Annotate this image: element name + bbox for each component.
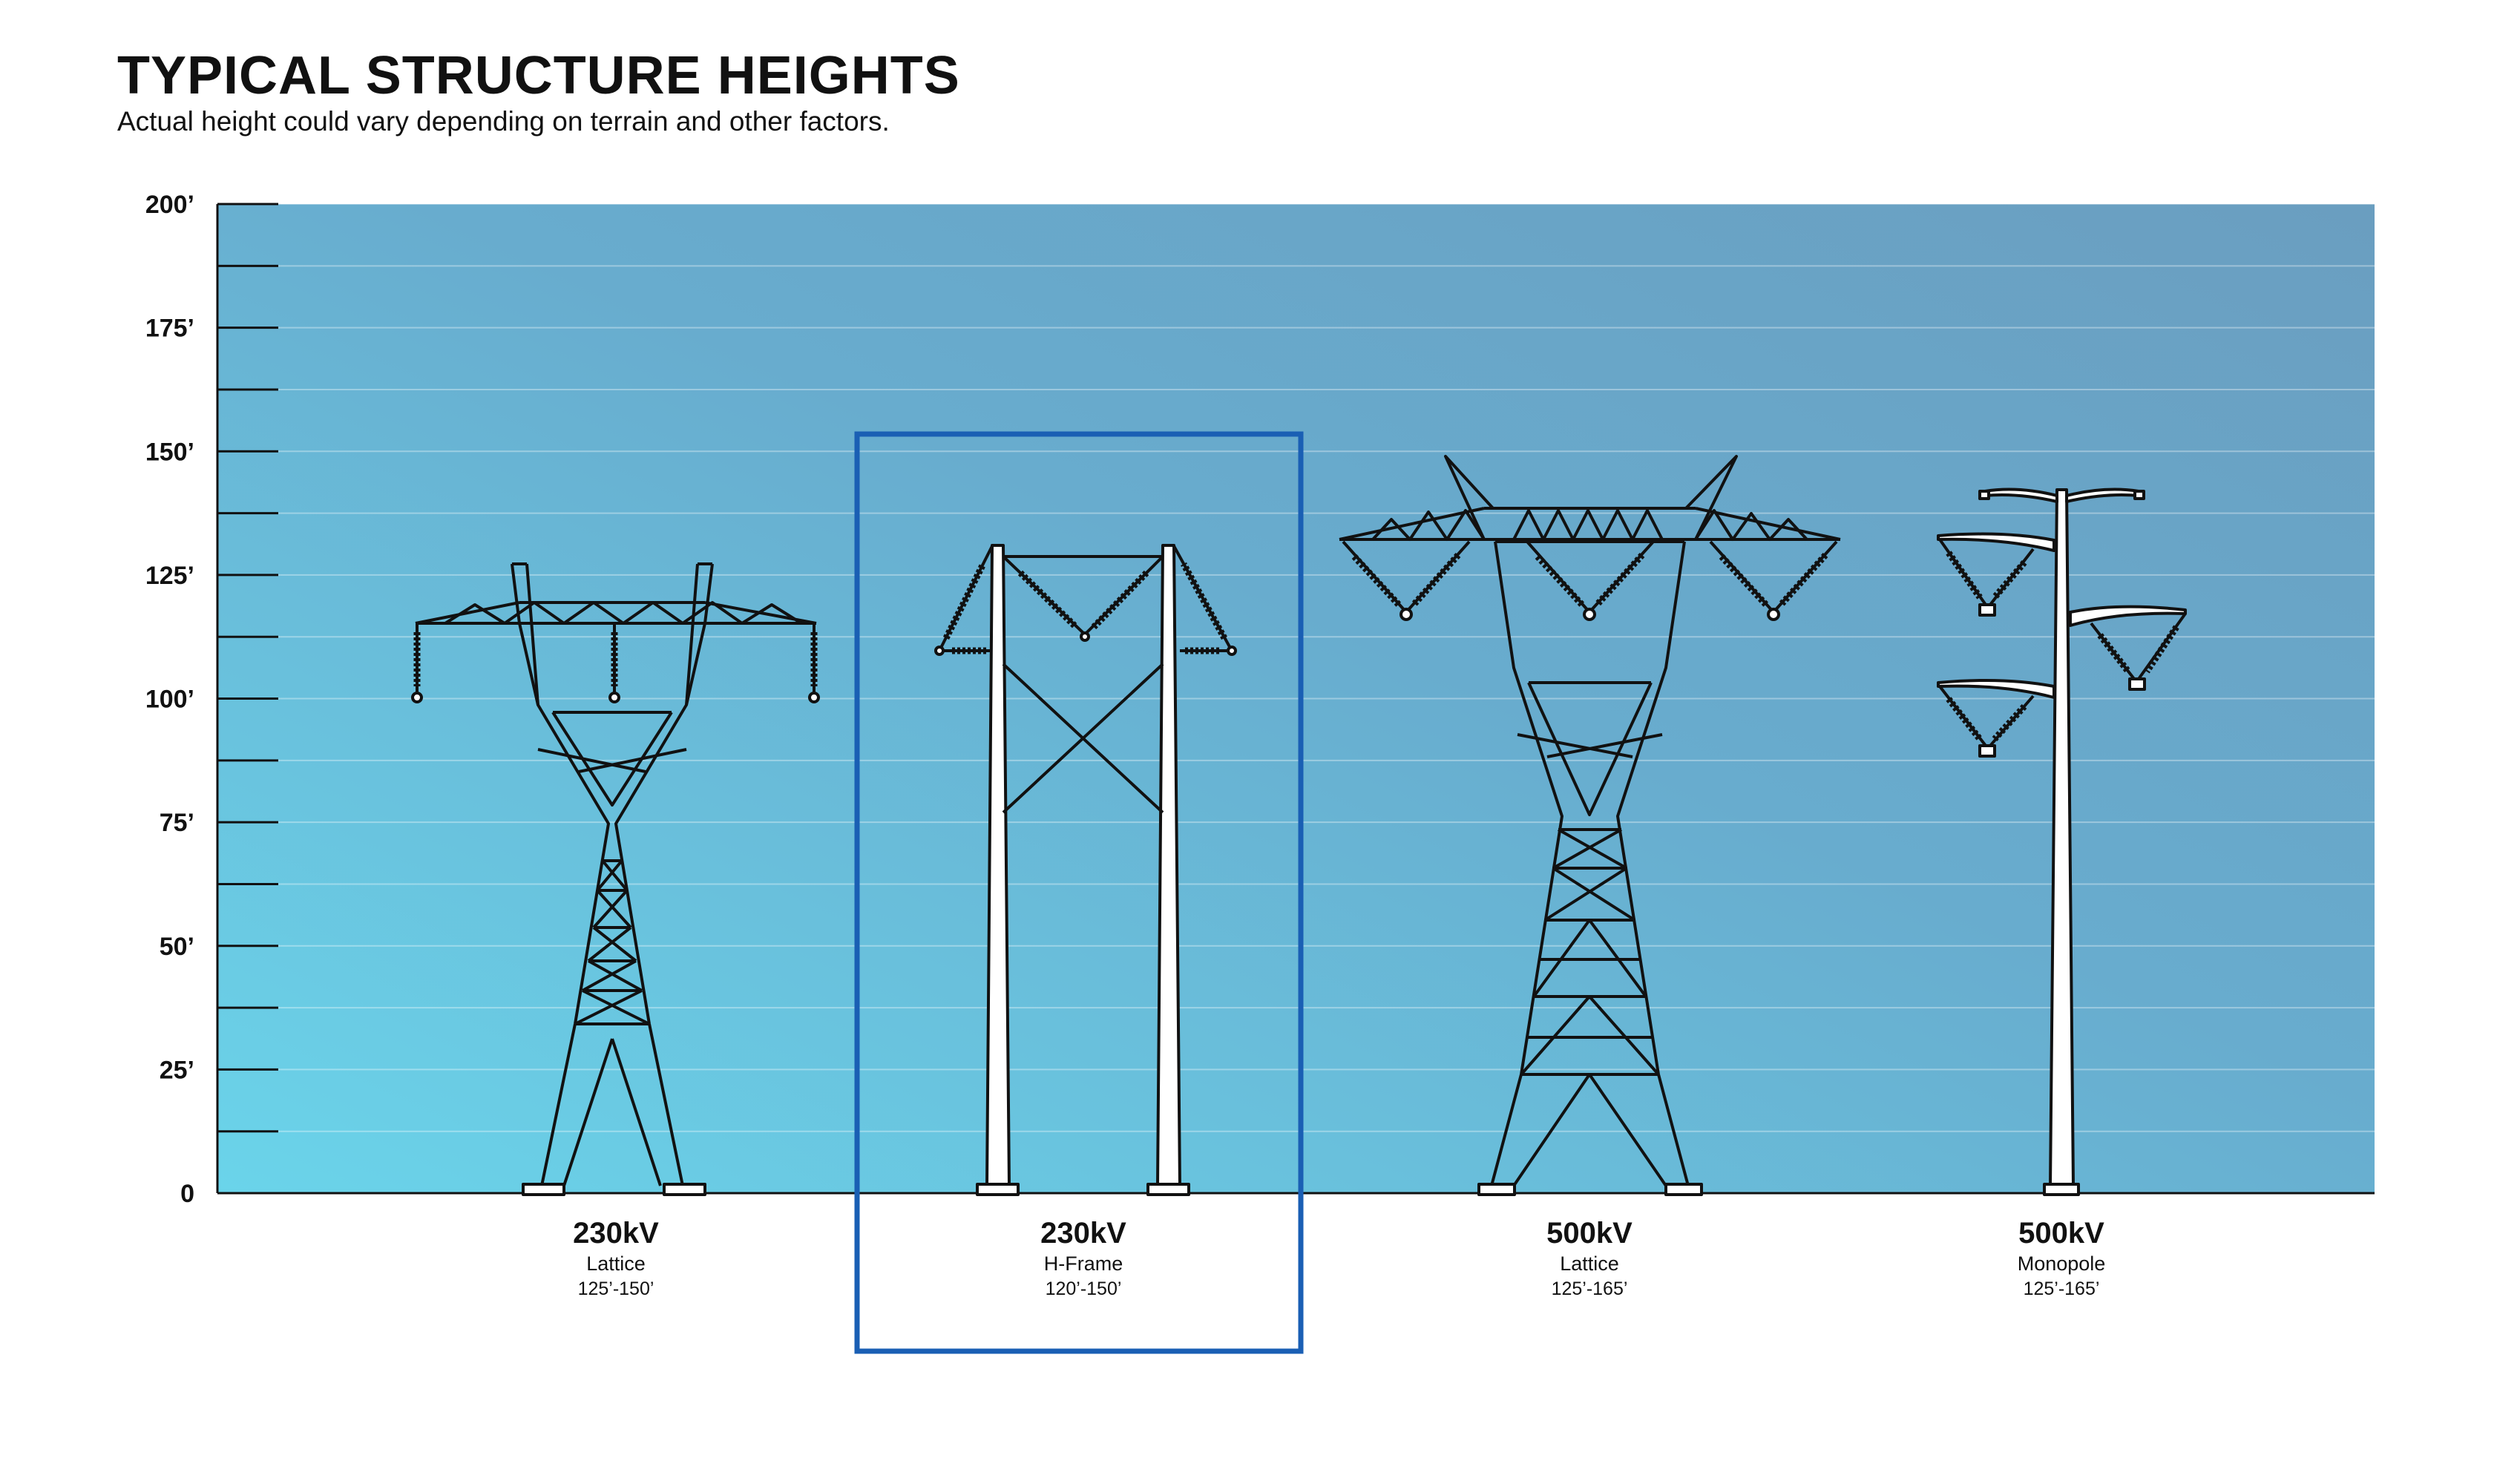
plot-background [217, 204, 2375, 1193]
h-frame-highlight-box [854, 431, 1304, 1354]
voltage-label: 230kV [1040, 1217, 1126, 1250]
voltage-label: 500kV [2018, 1217, 2104, 1250]
structure-type-label: H-Frame [1043, 1252, 1123, 1275]
axis-tick-label: 100’ [145, 686, 194, 714]
voltage-label: 500kV [1546, 1217, 1633, 1250]
caption-500kv-monopole: 500kV Monopole 125’-165’ [1876, 1218, 2247, 1299]
axis-tick-label: 75’ [160, 809, 194, 837]
structure-type-label: Lattice [586, 1252, 646, 1275]
caption-230kv-lattice: 230kV Lattice 125’-150’ [430, 1218, 801, 1299]
monopole-500kv-structure [1937, 487, 2187, 1196]
height-range-label: 125’-165’ [1551, 1278, 1628, 1299]
structure-type-label: Monopole [2017, 1252, 2106, 1275]
axis-tick-label: 175’ [145, 315, 194, 343]
height-axis: 0 25’ 50’ 75’ 100’ 125’ 150’ 175’ 200’ [145, 191, 2375, 1208]
axis-tick-label: 50’ [160, 933, 194, 961]
height-range-label: 125’-150’ [577, 1278, 654, 1299]
lattice-500kv-tower [1339, 455, 1841, 1196]
diagram-subtitle: Actual height could vary depending on te… [117, 106, 890, 137]
axis-tick-label: 0 [180, 1180, 194, 1208]
axis-tick-label: 200’ [145, 191, 194, 219]
diagram-title: TYPICAL STRUCTURE HEIGHTS [117, 46, 960, 105]
voltage-label: 230kV [573, 1217, 659, 1250]
caption-500kv-lattice: 500kV Lattice 125’-165’ [1404, 1218, 1775, 1299]
axis-tick-label: 125’ [145, 562, 194, 590]
axis-tick-label: 150’ [145, 438, 194, 466]
height-range-label: 125’-165’ [2023, 1278, 2100, 1299]
height-range-label: 120’-150’ [1045, 1278, 1122, 1299]
caption-230kv-h-frame: 230kV H-Frame 120’-150’ [898, 1218, 1269, 1299]
structure-type-label: Lattice [1560, 1252, 1619, 1275]
axis-tick-label: 25’ [160, 1056, 194, 1084]
insulator-strings [413, 551, 2179, 742]
